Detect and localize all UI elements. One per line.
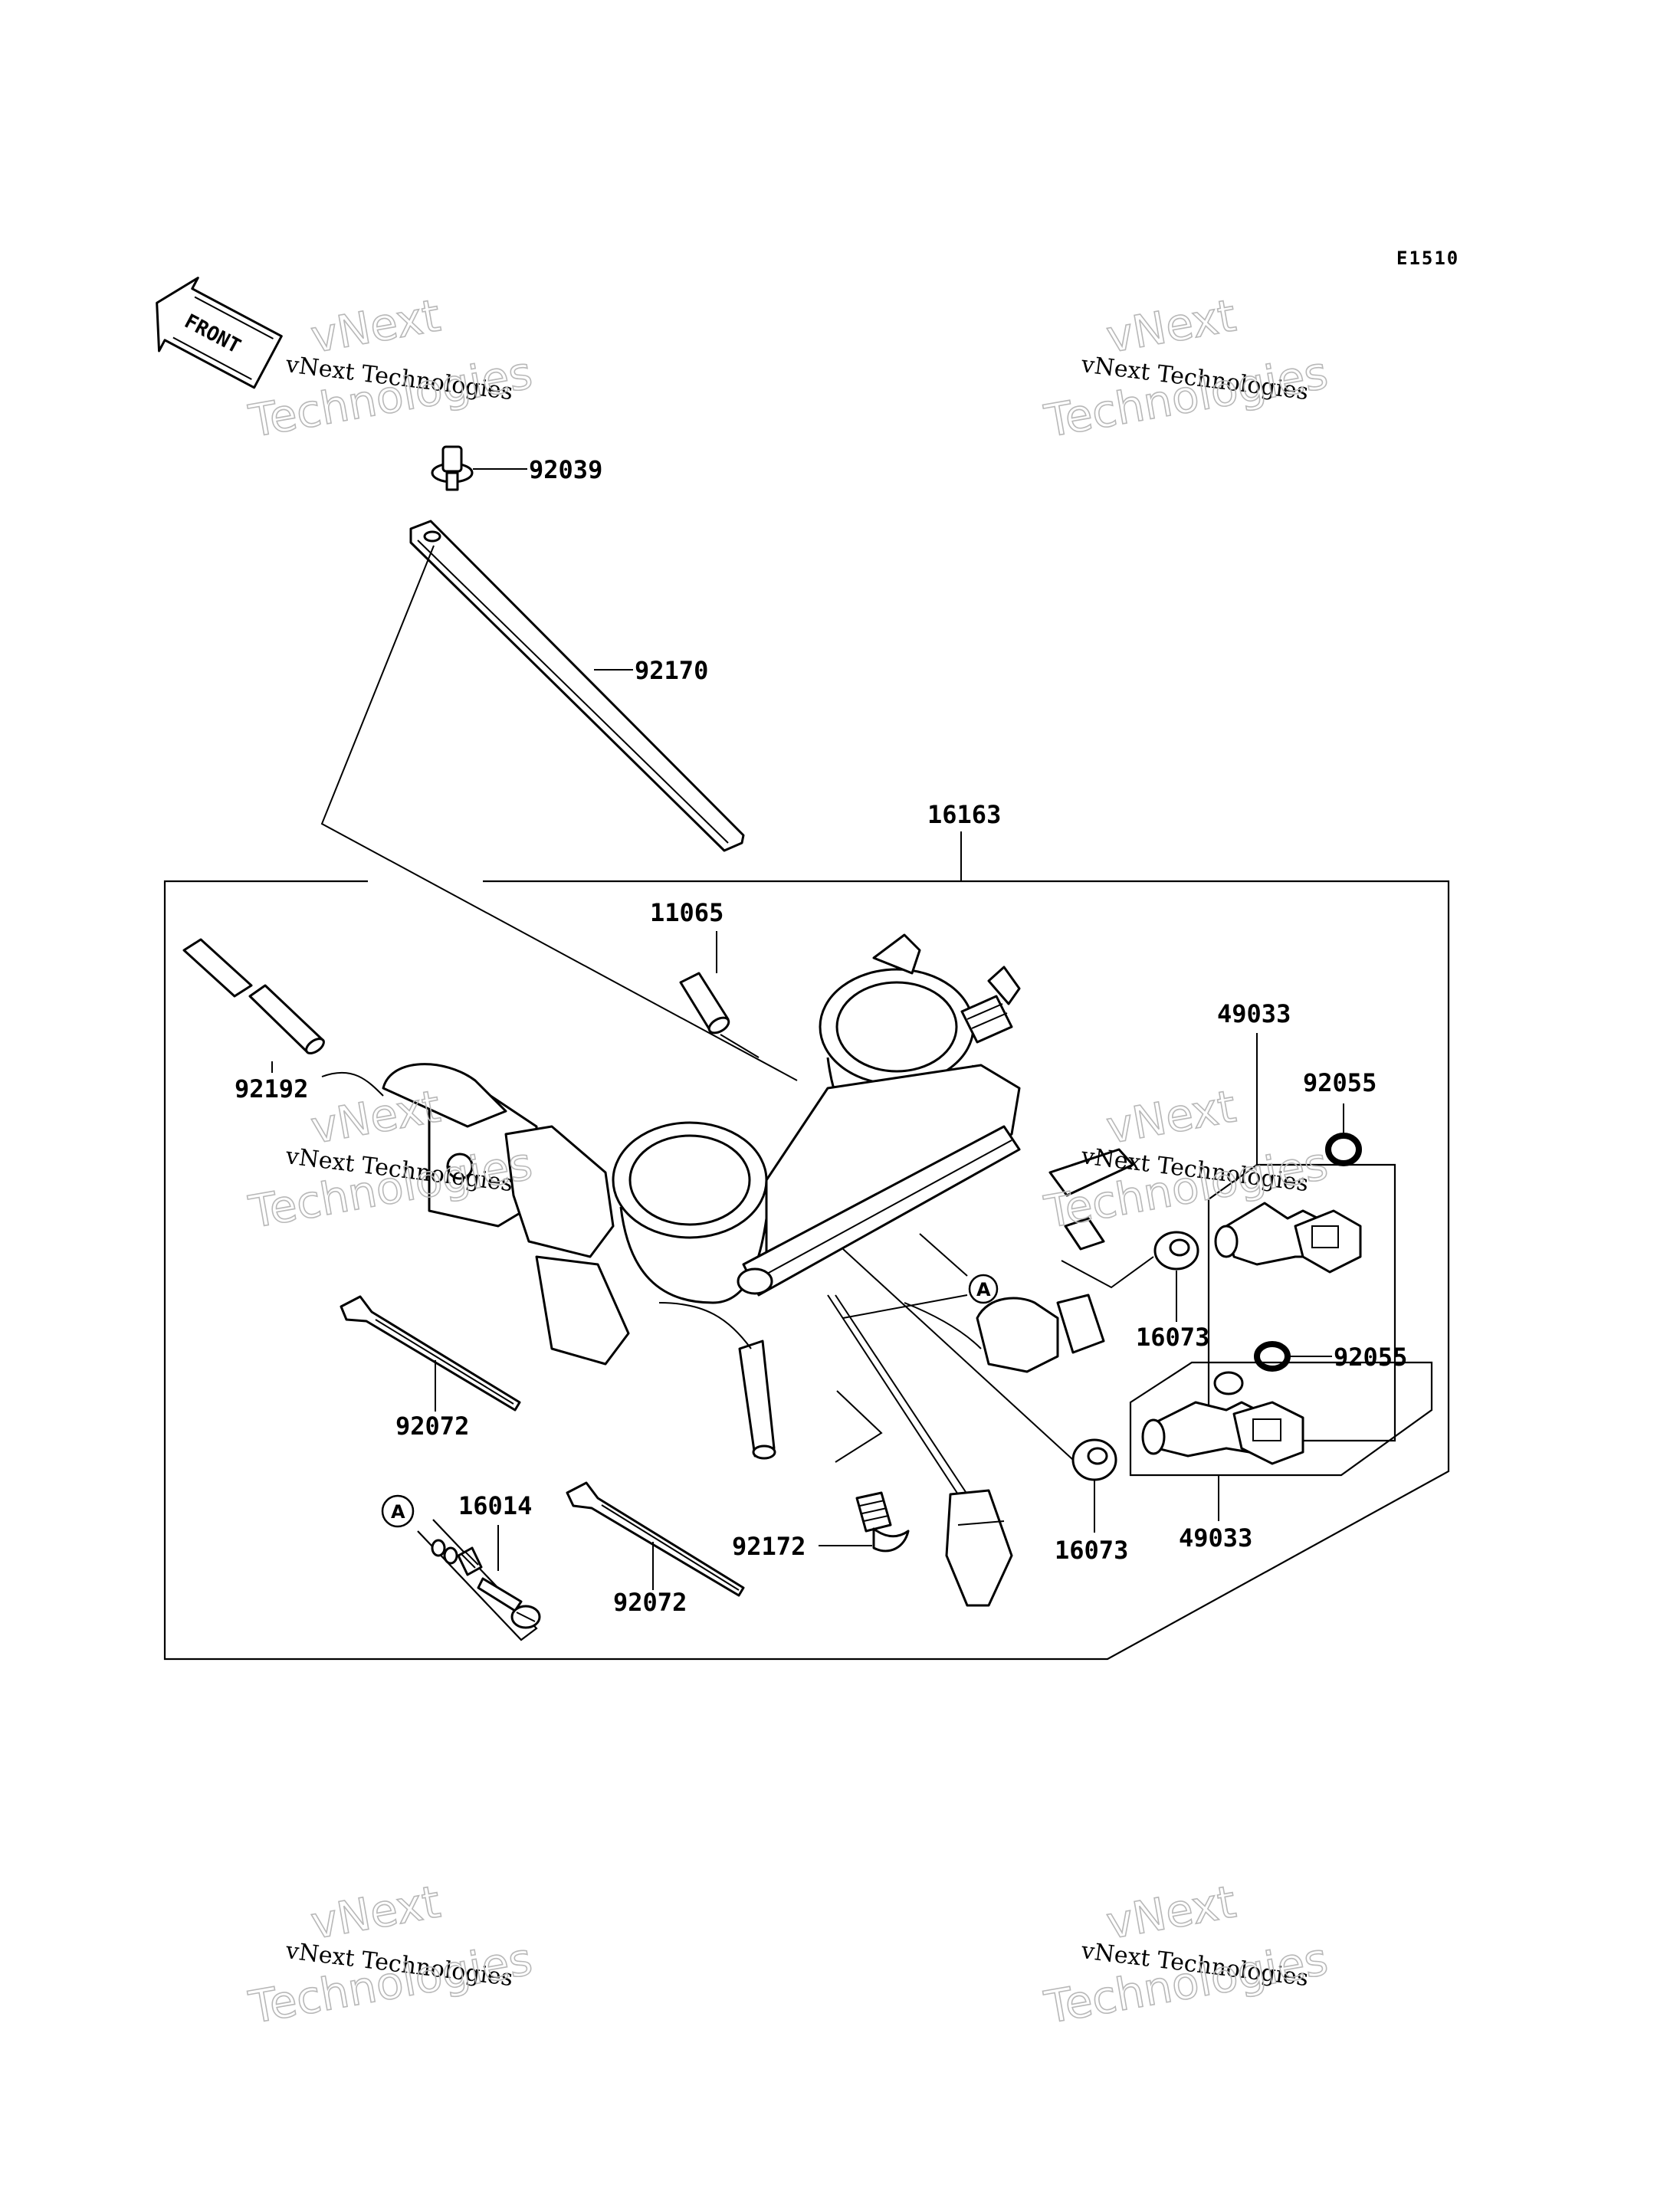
ref-marker-a-assembly: A [968, 1274, 999, 1304]
svg-text:vNext: vNext [307, 1080, 445, 1153]
svg-text:vNext: vNext [1103, 1080, 1240, 1153]
kit-box-16014 [417, 1519, 538, 1641]
part-label-49033-bottom: 49033 [1179, 1523, 1252, 1553]
fuel-injector-bottom-icon [1141, 1371, 1304, 1465]
screw-92172-icon [855, 1491, 910, 1553]
part-label-92072-bottom: 92072 [613, 1588, 687, 1617]
strap-92170-icon [409, 520, 745, 852]
injector-box-bottom [1129, 1361, 1433, 1477]
part-label-92192: 92192 [235, 1074, 308, 1103]
diagram-code: E1510 [1396, 248, 1459, 269]
svg-text:vNext: vNext [307, 1875, 445, 1949]
washer-16073-top-icon [1153, 1231, 1199, 1271]
part-label-16163: 16163 [927, 800, 1001, 829]
watermark-bottom-left: vNext Technologies vNext Technologies [244, 1875, 536, 2035]
part-label-92055-bottom: 92055 [1334, 1343, 1407, 1372]
cap-11065-icon [679, 972, 730, 1035]
injector-box-top [1207, 1163, 1396, 1442]
part-label-16073-bottom: 16073 [1055, 1536, 1128, 1565]
watermark-bottom-right: vNext Technologies vNext Technologies [1040, 1875, 1332, 2035]
svg-text:vNext: vNext [307, 289, 445, 362]
part-label-92055-top: 92055 [1303, 1068, 1376, 1097]
washer-16073-bottom-icon [1071, 1438, 1117, 1481]
part-label-16073-top: 16073 [1136, 1323, 1209, 1352]
part-label-92072-left: 92072 [395, 1412, 469, 1441]
svg-text:A: A [391, 1501, 405, 1523]
ref-marker-a-kit: A [381, 1494, 415, 1528]
part-label-49033-top: 49033 [1217, 999, 1291, 1028]
part-label-92170: 92170 [635, 656, 708, 685]
throttle-body-assembly-icon [382, 933, 1134, 1607]
part-label-92172: 92172 [732, 1532, 806, 1561]
part-label-16014: 16014 [458, 1491, 532, 1520]
part-label-11065: 11065 [650, 898, 724, 927]
watermark-mid-right: vNext Technologies vNext Technologies [1040, 1080, 1332, 1239]
svg-text:vNext: vNext [1103, 289, 1240, 362]
bolt-92039-icon [431, 445, 474, 491]
svg-text:vNext: vNext [1103, 1875, 1240, 1949]
cable-tie-92072-bottom-icon [566, 1481, 745, 1597]
watermark-top-left: vNext Technologies vNext Technologies [244, 289, 536, 448]
o-ring-92055-bottom-icon [1254, 1341, 1291, 1372]
part-label-92039: 92039 [529, 455, 602, 484]
hose-92192-icon [182, 938, 325, 1054]
cable-tie-92072-left-icon [340, 1295, 521, 1412]
svg-text:A: A [976, 1279, 991, 1300]
screw-kit-16014-icon [431, 1539, 541, 1629]
front-arrow-icon: FRONT [156, 277, 283, 389]
assembly-box-16163 [163, 880, 1450, 1661]
fuel-injector-top-icon [1214, 1202, 1362, 1274]
o-ring-92055-top-icon [1325, 1133, 1362, 1166]
watermark-top-right: vNext Technologies vNext Technologies [1040, 289, 1332, 448]
